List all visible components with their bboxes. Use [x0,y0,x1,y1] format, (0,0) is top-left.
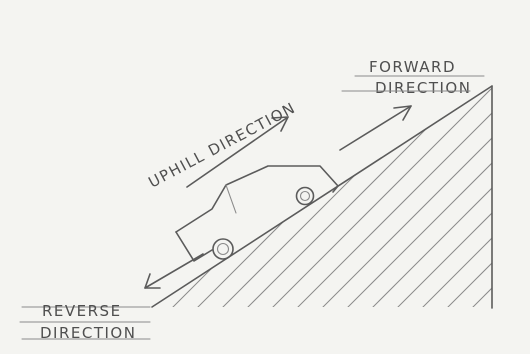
car-body-outline [175,165,339,233]
uphill-arrow [186,116,289,188]
rear-wheel [212,238,234,260]
rear-wheel-hub [216,242,230,256]
car-sketch [175,165,339,262]
reverse-label-line1: REVERSE [42,302,122,320]
forward-label-line2: DIRECTION [375,79,471,97]
reverse-label-line2: DIRECTION [40,324,136,342]
uphill-direction-label: UPHILL DIRECTION [145,99,298,192]
forward-label-line1: FORWARD [369,58,456,76]
slope-surface-line [151,85,493,308]
forward-arrow [339,105,412,151]
slope-hatching [152,86,492,307]
front-wheel [295,186,315,206]
reverse-arrow [144,253,204,289]
car-pillar [225,184,237,214]
front-wheel-hub [299,190,311,202]
car-rear-outline [175,231,213,262]
